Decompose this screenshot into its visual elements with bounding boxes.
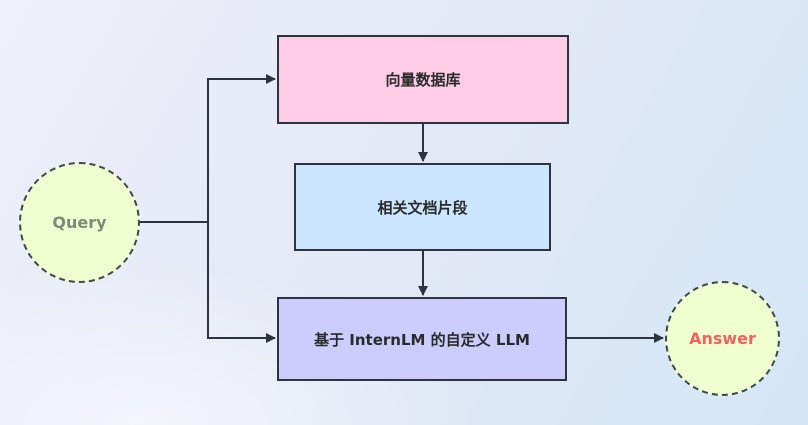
- custom-llm-label: 基于 InternLM 的自定义 LLM: [314, 330, 530, 349]
- edge-query-to-llm: [207, 222, 276, 343]
- query-node: Query: [19, 162, 140, 283]
- relevant-docs-node: 相关文档片段: [294, 163, 551, 251]
- edge-query-to-vector-db: [207, 74, 276, 222]
- query-label: Query: [52, 213, 107, 232]
- vector-db-node: 向量数据库: [277, 35, 569, 124]
- relevant-docs-label: 相关文档片段: [377, 198, 468, 217]
- custom-llm-node: 基于 InternLM 的自定义 LLM: [277, 297, 567, 381]
- answer-label: Answer: [689, 329, 756, 348]
- vector-db-label: 向量数据库: [385, 71, 461, 89]
- answer-node: Answer: [665, 281, 780, 396]
